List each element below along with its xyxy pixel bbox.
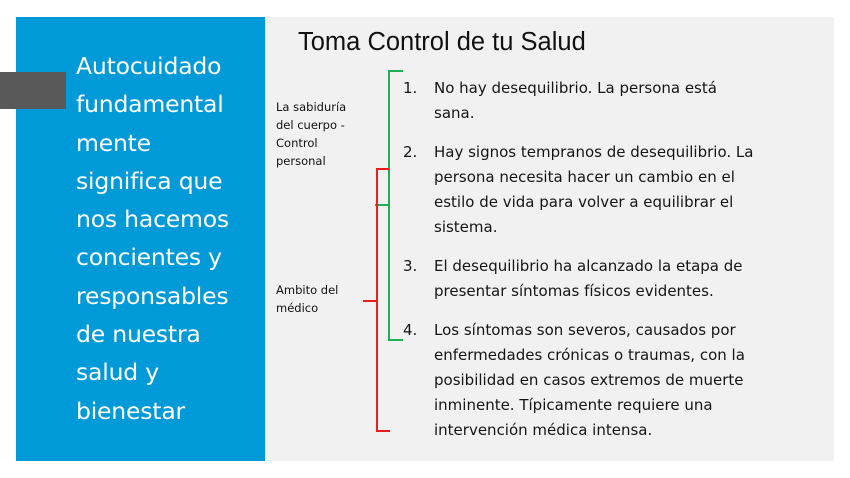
- stages-list: 1. No hay desequilibrio. La persona está…: [403, 76, 823, 457]
- label-line: médico: [276, 301, 319, 315]
- red-bracket: [363, 168, 390, 432]
- statement-line: significa que: [76, 166, 223, 195]
- item-text: enfermedades crónicas o traumas, con la: [434, 346, 745, 364]
- label-line: personal: [276, 154, 326, 168]
- item-text: presentar síntomas físicos evidentes.: [434, 282, 714, 300]
- item-number: 2.: [403, 143, 418, 161]
- item-text: Los síntomas son severos, causados por: [434, 321, 736, 339]
- item-text: sistema.: [434, 218, 498, 236]
- statement-line: Autocuidado: [76, 52, 222, 80]
- slide-accent-tab: [0, 72, 66, 109]
- statement-line: mente: [76, 128, 151, 157]
- label-line: Control: [276, 136, 318, 150]
- statement-line: responsables: [76, 281, 229, 310]
- label-line: Ambito del: [276, 283, 339, 297]
- label-line: La sabiduría: [276, 100, 347, 114]
- list-item: 1. No hay desequilibrio. La persona está…: [403, 76, 823, 126]
- item-number: 1.: [403, 79, 418, 97]
- item-text: No hay desequilibrio. La persona está: [434, 79, 717, 97]
- item-text: estilo de vida para volver a equilibrar …: [434, 193, 734, 211]
- item-text: posibilidad en casos extremos de muerte: [434, 371, 744, 389]
- item-text: sana.: [434, 104, 475, 122]
- label-ambito-medico: Ambito del médico: [276, 281, 338, 317]
- list-item: 4. Los síntomas son severos, causados po…: [403, 318, 823, 443]
- item-text: persona necesita hacer un cambio en el: [434, 168, 735, 186]
- statement-line: fundamental: [76, 90, 224, 119]
- list-item: 2. Hay signos tempranos de desequilibrio…: [403, 140, 823, 240]
- statement-line: concientes y: [76, 243, 222, 272]
- item-number: 4.: [403, 321, 418, 339]
- item-number: 3.: [403, 257, 418, 275]
- autocuidado-statement: Autocuidado fundamental mente significa …: [76, 47, 261, 430]
- label-line: del cuerpo -: [276, 118, 345, 132]
- item-text: El desequilibrio ha alcanzado la etapa d…: [434, 257, 743, 275]
- content-panel: [265, 17, 834, 461]
- item-text: Hay signos tempranos de desequilibrio. L…: [434, 143, 754, 161]
- green-bracket: [375, 70, 403, 341]
- item-text: intervención médica intensa.: [434, 421, 653, 439]
- statement-line: bienestar: [76, 396, 185, 425]
- statement-line: salud y: [76, 358, 159, 387]
- label-control-personal: La sabiduría del cuerpo - Control person…: [276, 98, 346, 170]
- slide-title: Toma Control de tu Salud: [298, 28, 586, 56]
- statement-line: nos hacemos: [76, 205, 229, 234]
- list-item: 3. El desequilibrio ha alcanzado la etap…: [403, 254, 823, 304]
- item-text: inminente. Típicamente requiere una: [434, 396, 713, 414]
- statement-line: de nuestra: [76, 320, 201, 349]
